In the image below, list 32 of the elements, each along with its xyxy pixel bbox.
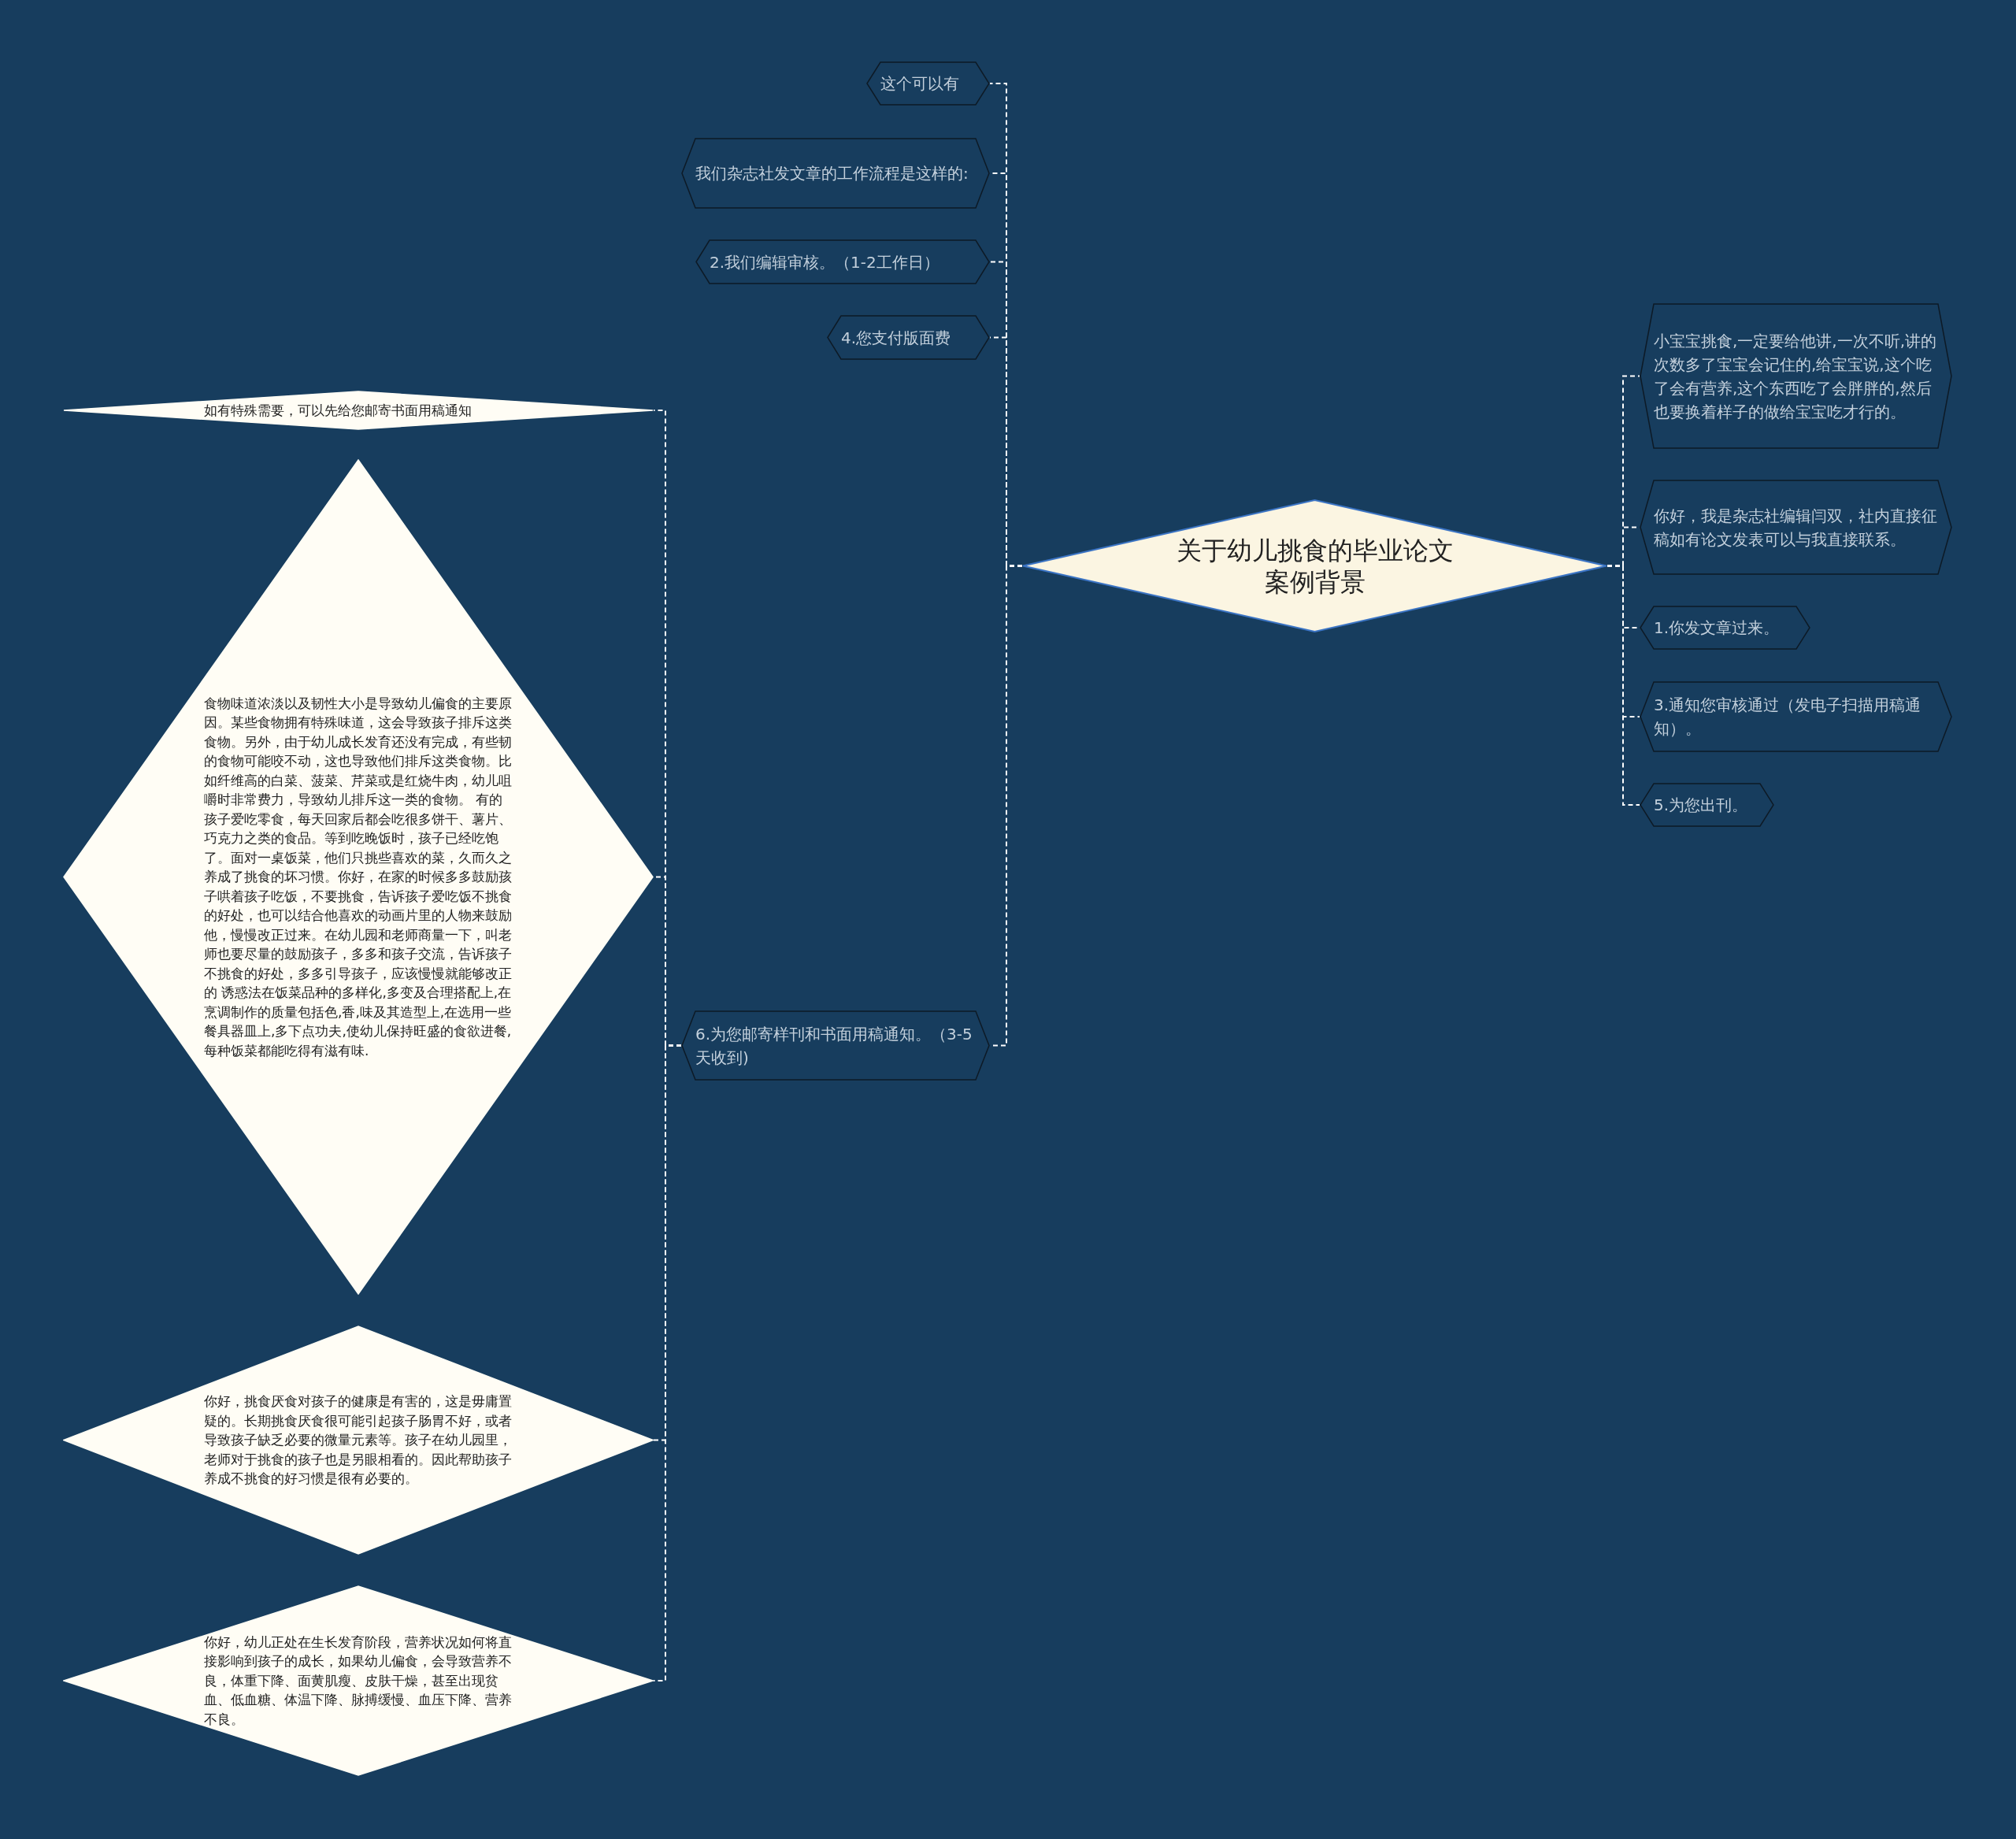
node-text: 你好，幼儿正处在生长发育阶段，营养状况如何将直接影响到孩子的成长，如果幼儿偏食，会导致营养不良，体重下降、面黄肌瘦、皮肤干燥，甚至出现贫血、低血糖、体温下降、脉搏缓慢、血压下降、营养不良。 xyxy=(204,1633,513,1729)
topic-diamond xyxy=(1022,499,1607,632)
node-text: 你好，挑食厌食对孩子的健康是有害的，这是毋庸置疑的。长期挑食厌食很可能引起孩子肠胃不好，或者导致孩子缺乏必要的微量元素等。孩子在幼儿园里，老师对于挑食的孩子也是另眼相看的。因此帮助孩子养成不挑食的好习惯是很有必要的。 xyxy=(204,1392,513,1489)
hexagon-node xyxy=(695,239,990,284)
hexagon-node xyxy=(1640,303,1952,449)
hexagon-node xyxy=(1640,480,1952,575)
node-text: 3.通知您审核通过（发电子扫描用稿通知）。 xyxy=(1653,695,1922,740)
node-text: 小宝宝挑食,一定要给他讲,一次不听,讲的次数多了宝宝会记住的,给宝宝说,这个吃了会有营养,这个东西吃了会胖胖的,然后也要换着样子的做给宝宝吃才行的。 xyxy=(1653,330,1938,423)
node-text: 6.为您邮寄样刊和书面用稿通知。（3-5天收到) xyxy=(695,1023,973,1069)
diamond-node xyxy=(63,1585,654,1776)
hexagon-node xyxy=(827,315,990,360)
node-text: 你好，我是杂志社编辑闫双，社内直接征稿如有论文发表可以与我直接联系。 xyxy=(1653,505,1938,551)
node-text: 这个可以有 xyxy=(880,73,960,95)
hexagon-node xyxy=(681,138,990,209)
node-text: 我们杂志社发文章的工作流程是这样的: xyxy=(695,163,969,184)
connector-line xyxy=(1606,565,1640,806)
node-text: 5.为您出刊。 xyxy=(1653,795,1749,816)
node-text: 2.我们编辑审核。（1-2工作日） xyxy=(709,251,940,273)
node-text: 1.你发文章过来。 xyxy=(1653,617,1781,639)
topic-text: 关于幼儿挑食的毕业论文案例背景 xyxy=(1175,534,1455,598)
diamond-node xyxy=(63,1325,654,1555)
node-text: 如有特殊需要，可以先给您邮寄书面用稿通知 xyxy=(204,401,472,420)
connector-line xyxy=(653,1044,682,1681)
diamond-node xyxy=(63,459,654,1295)
hexagon-node xyxy=(1640,681,1952,752)
hexagon-node xyxy=(866,61,990,106)
diamond-node xyxy=(63,391,654,430)
hexagon-node xyxy=(1640,783,1774,827)
node-text: 食物味道浓淡以及韧性大小是导致幼儿偏食的主要原因。某些食物拥有特殊味道，这会导致孩子排斥这类食物。另外，由于幼儿成长发育还没有完成，有些韧的食物可能咬不动，这也导致他们排斥这类食物。比如纤维高的白菜、菠菜、芹菜或是红烧牛肉，幼儿咀嚼时非常费力，导致幼儿排斥这一类的食物。 有的孩子爱吃零食，每天回家后都会吃很多饼干、薯片、巧克力之类的食品。等到吃晚饭时，孩子已经吃饱了。面对一桌饭菜，他们只挑些喜欢的菜，久而久之养成了挑食的坏习惯。你好，在家的时候多多鼓励孩子哄着孩子吃饭，不要挑食，告诉孩子爱吃饭不挑食的好处，也可以结合他喜欢的动画片里的人物来鼓励他，慢慢改正过来。在幼儿园和老师商量一下，叫老师也要尽量的鼓励孩子，多多和孩子交流，告诉孩子不挑食的好处，多多引导孩子，应该慢慢就能够改正的 诱惑法在饭菜品种的多样化,多变及合理搭配上,在烹调制作的质量包括色,香,味及其造型上,在选用一些餐具器皿上,多下点功夫,使幼儿保持旺盛的食欲进餐,每种饭菜都能吃得有滋有味. xyxy=(204,694,513,1060)
node-text: 4.您支付版面费 xyxy=(840,327,952,349)
hexagon-node xyxy=(1640,606,1810,650)
hexagon-node xyxy=(681,1010,990,1081)
